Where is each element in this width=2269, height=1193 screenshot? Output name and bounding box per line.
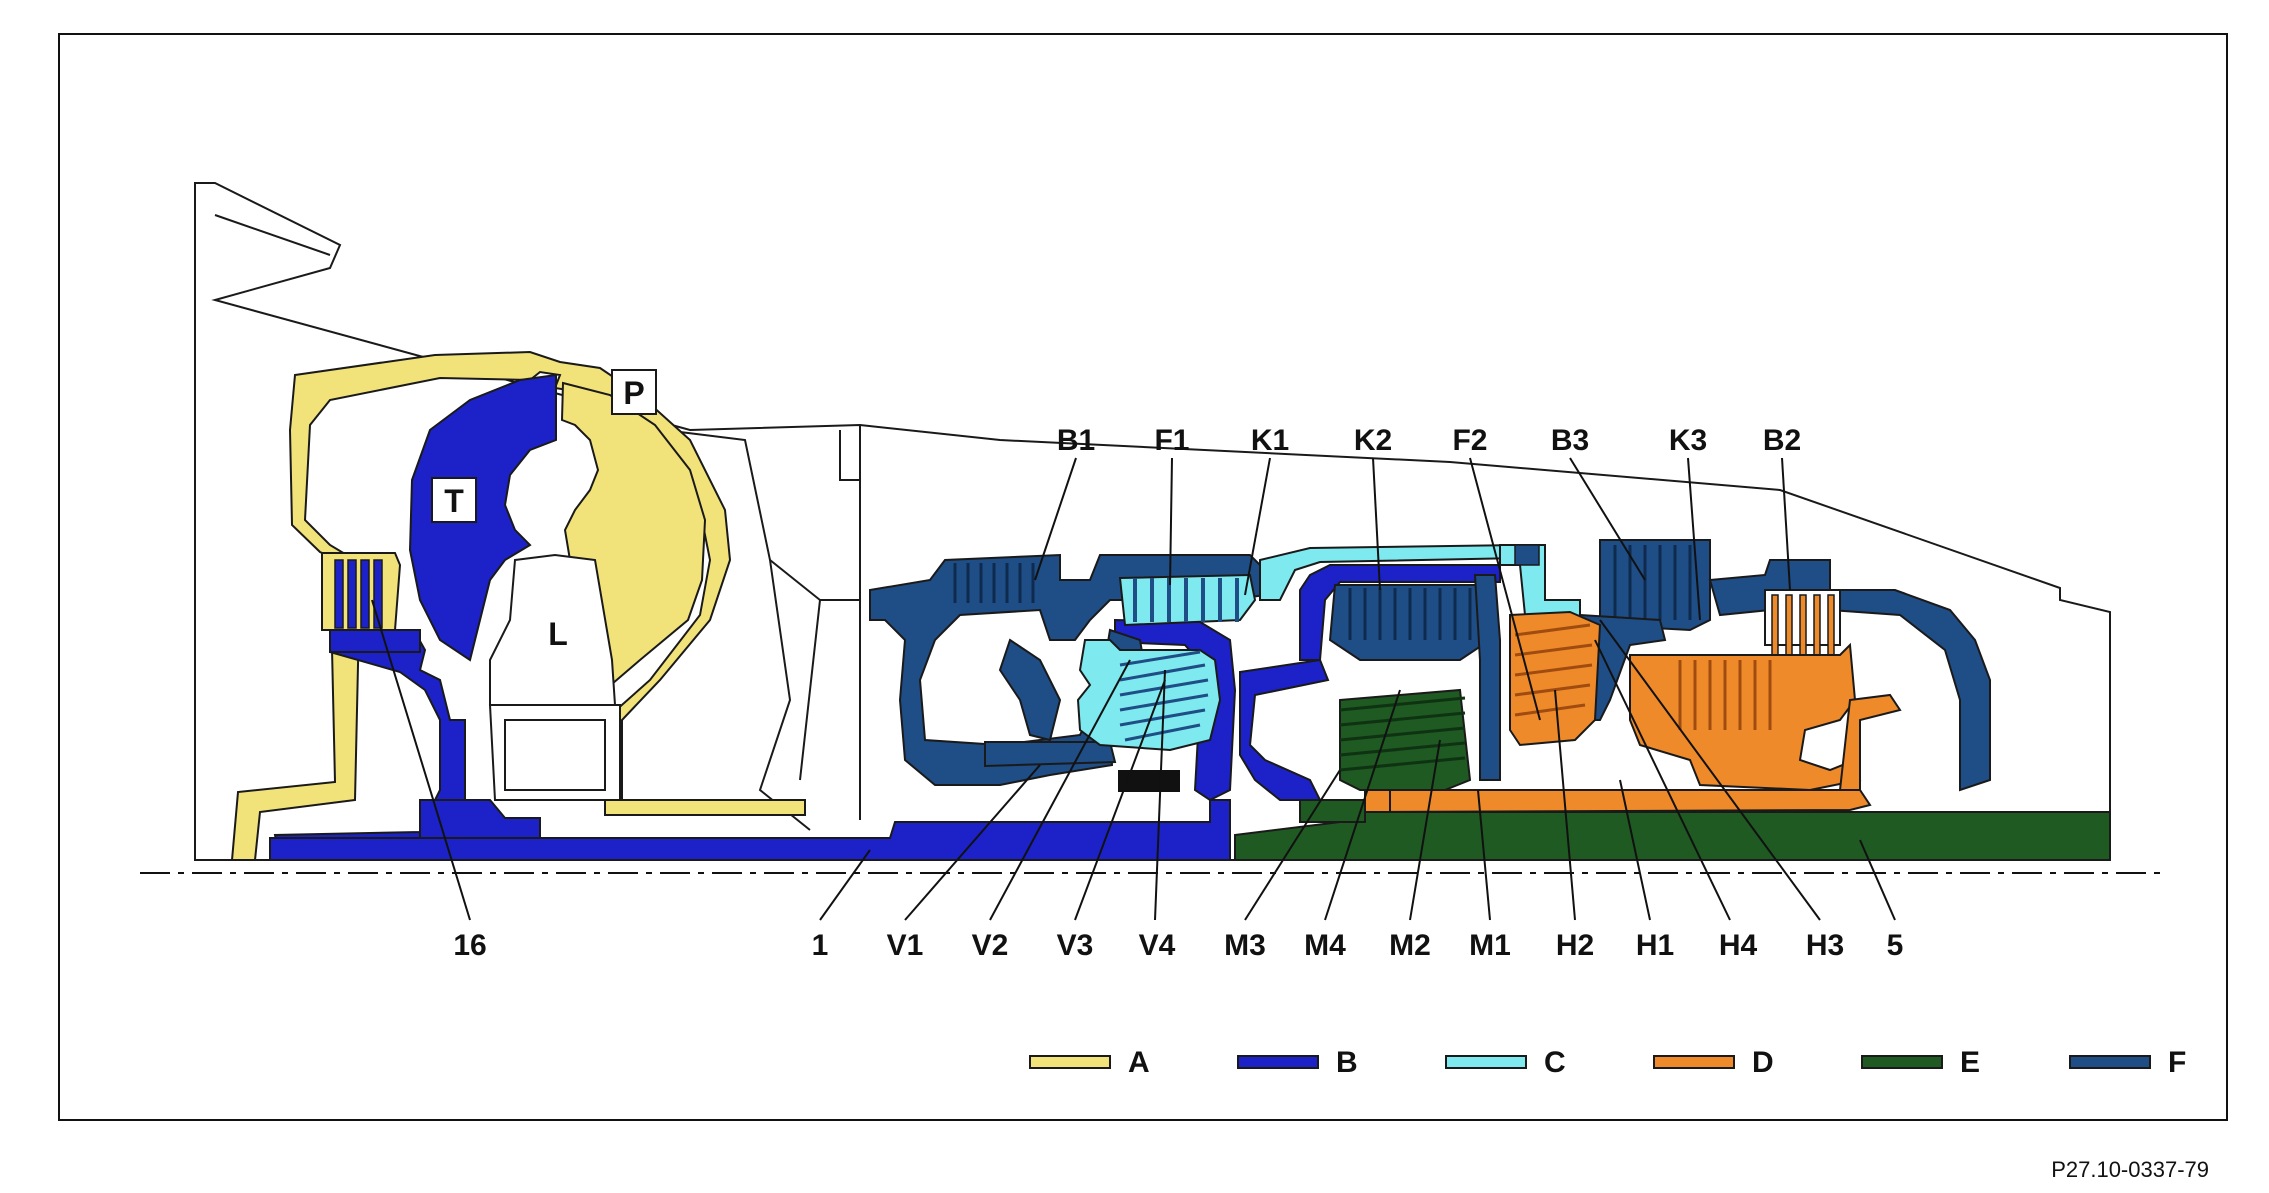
black-bearing bbox=[1118, 770, 1180, 792]
svg-text:C: C bbox=[1544, 1046, 1566, 1079]
label-h2: H2 bbox=[1556, 929, 1594, 962]
top-leader-lines bbox=[1034, 457, 1791, 721]
legend-item-f: F bbox=[2069, 1046, 2186, 1079]
label-h3: H3 bbox=[1806, 929, 1844, 962]
diagram-frame bbox=[58, 33, 2228, 1121]
legend-item-c: C bbox=[1445, 1046, 1566, 1079]
component-c bbox=[1076, 543, 1581, 752]
label-m4: M4 bbox=[1304, 929, 1346, 962]
label-k1: K1 bbox=[1251, 424, 1289, 457]
component-b: T bbox=[269, 373, 1501, 861]
label-v1: V1 bbox=[887, 929, 924, 962]
reference-code: P27.10-0337-79 bbox=[2051, 1157, 2209, 1182]
component-16-lockup-clutch bbox=[321, 552, 421, 653]
legend: A B C D E F bbox=[1029, 1046, 2186, 1079]
svg-text:D: D bbox=[1752, 1046, 1774, 1079]
label-16: 16 bbox=[453, 929, 486, 962]
label-b3: B3 bbox=[1551, 424, 1589, 457]
label-m3: M3 bbox=[1224, 929, 1266, 962]
label-h4: H4 bbox=[1719, 929, 1758, 962]
label-t: T bbox=[444, 483, 464, 519]
svg-text:B: B bbox=[1336, 1046, 1358, 1079]
legend-item-d: D bbox=[1653, 1046, 1774, 1079]
svg-text:F: F bbox=[2168, 1046, 2186, 1079]
legend-item-a: A bbox=[1029, 1046, 1150, 1079]
label-f2: F2 bbox=[1452, 424, 1487, 457]
label-h1: H1 bbox=[1636, 929, 1674, 962]
label-k3: K3 bbox=[1669, 424, 1707, 457]
label-p: P bbox=[623, 375, 644, 411]
label-b2: B2 bbox=[1763, 424, 1801, 457]
label-m1: M1 bbox=[1469, 929, 1511, 962]
svg-text:A: A bbox=[1128, 1046, 1150, 1079]
label-b1: B1 bbox=[1057, 424, 1095, 457]
component-e bbox=[1234, 688, 2111, 861]
label-v4: V4 bbox=[1139, 929, 1176, 962]
bottom-labels: 16 1 V1 V2 V3 V4 M3 M4 M2 M1 H2 H1 H4 H3… bbox=[453, 929, 1903, 962]
label-k2: K2 bbox=[1354, 424, 1392, 457]
housing-ribs bbox=[214, 214, 861, 831]
label-m2: M2 bbox=[1389, 929, 1431, 962]
label-1: 1 bbox=[812, 929, 829, 962]
top-labels: B1 F1 K1 K2 F2 B3 K3 B2 bbox=[1057, 424, 1801, 457]
component-l-stator: L bbox=[488, 553, 621, 801]
svg-text:E: E bbox=[1960, 1046, 1980, 1079]
label-v3: V3 bbox=[1057, 929, 1094, 962]
label-f1: F1 bbox=[1154, 424, 1189, 457]
label-v2: V2 bbox=[972, 929, 1009, 962]
label-l: L bbox=[548, 616, 568, 652]
bottom-leader-lines bbox=[371, 599, 1896, 921]
component-f-center bbox=[1328, 539, 1991, 792]
legend-item-b: B bbox=[1237, 1046, 1358, 1079]
component-d bbox=[1364, 610, 1902, 814]
label-5: 5 bbox=[1887, 929, 1904, 962]
legend-item-e: E bbox=[1861, 1046, 1980, 1079]
